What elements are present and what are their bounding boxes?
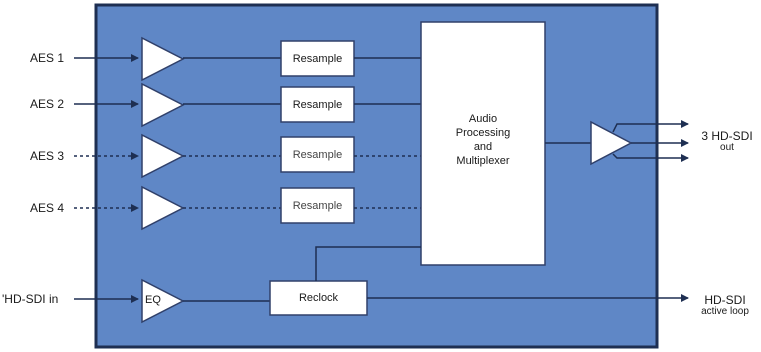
output-line-3 [612,153,689,162]
aes1-label: AES 1 [30,51,65,65]
hdsdi-in-label: 'HD-SDI in [2,292,59,306]
resample-2-label: Resample [292,98,343,111]
processor-line-1: Audio [468,113,498,125]
processor-line-2: Processing [455,127,511,139]
reclock-label: Reclock [298,292,339,304]
resample-1-label: Resample [292,52,343,65]
reclock-box [269,280,368,316]
hdsdi-out-label: 3 HD-SDI out [694,130,760,154]
output-line-1 [612,120,689,133]
active-loop-line-2: active loop [701,306,749,317]
aes3-amplifier-triangle [141,133,185,179]
aes3-label: AES 3 [30,149,65,163]
input-lines [74,54,139,303]
resample-2-box [280,86,355,123]
resample-4-box [280,187,355,224]
output-amplifier-triangle [590,120,633,166]
resample-1-box [280,40,355,77]
amp-to-resample-lines [183,57,281,209]
reclock-to-processor-line [315,246,421,281]
aes2-amplifier-triangle [141,82,185,128]
resample-3-box [280,136,355,173]
active-loop-line-1: HD-SDI [704,293,746,307]
audio-processor-box [420,21,546,266]
resample-3-label: Resample [292,148,343,161]
output-lines [612,120,689,162]
eq-label: EQ [145,294,161,306]
resample-to-processor-lines [354,57,421,209]
processor-line-4: Multiplexer [456,155,510,167]
audio-processor-label: Audio Processing and Multiplexer [421,100,545,180]
resample-4-label: Resample [292,199,343,212]
hdsdi-out-line-1: 3 HD-SDI [701,129,753,143]
active-loop-label: HD-SDI active loop [690,294,760,318]
system-panel [94,3,659,349]
input-amplifiers [141,36,185,324]
aes4-amplifier-triangle [141,185,185,231]
aes4-label: AES 4 [30,201,65,215]
resample-blocks [280,40,355,224]
aes2-label: AES 2 [30,97,65,111]
processor-line-3: and [473,141,493,153]
eq-amplifier-triangle [141,278,185,324]
aes1-amplifier-triangle [141,36,185,82]
hdsdi-out-line-2: out [720,142,734,153]
